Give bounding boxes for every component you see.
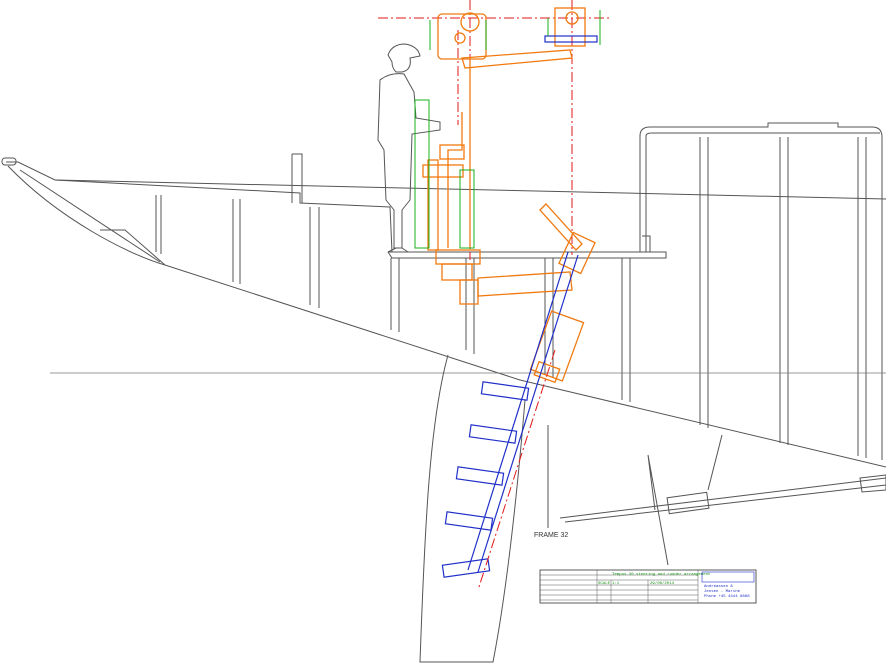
title-block-scale-value: 1:1 — [612, 582, 620, 586]
company-logo — [701, 571, 755, 583]
title-block-date: 29/08/2014 — [650, 581, 675, 586]
frame-label: FRAME 32 — [534, 532, 568, 539]
steering-gear — [422, 7, 596, 384]
company-line-1: Andreassen & — [704, 584, 733, 589]
title-block: Tempus 30 steering and rudder arrangemen… — [539, 569, 757, 604]
dimension-lines — [414, 10, 601, 249]
company-line-2: Jensen - Marine — [704, 589, 741, 594]
company-line-3: Phone +45 4444 8888 — [704, 594, 750, 599]
title-block-scale-label: SCALE — [598, 582, 611, 586]
center-lines — [378, 0, 610, 260]
frame-label-group: FRAME 32 — [534, 425, 568, 539]
person-figure — [377, 43, 441, 253]
title-block-title: Tempus 30 steering and rudder arrangemen… — [612, 572, 710, 577]
rudder-stock — [441, 35, 598, 591]
